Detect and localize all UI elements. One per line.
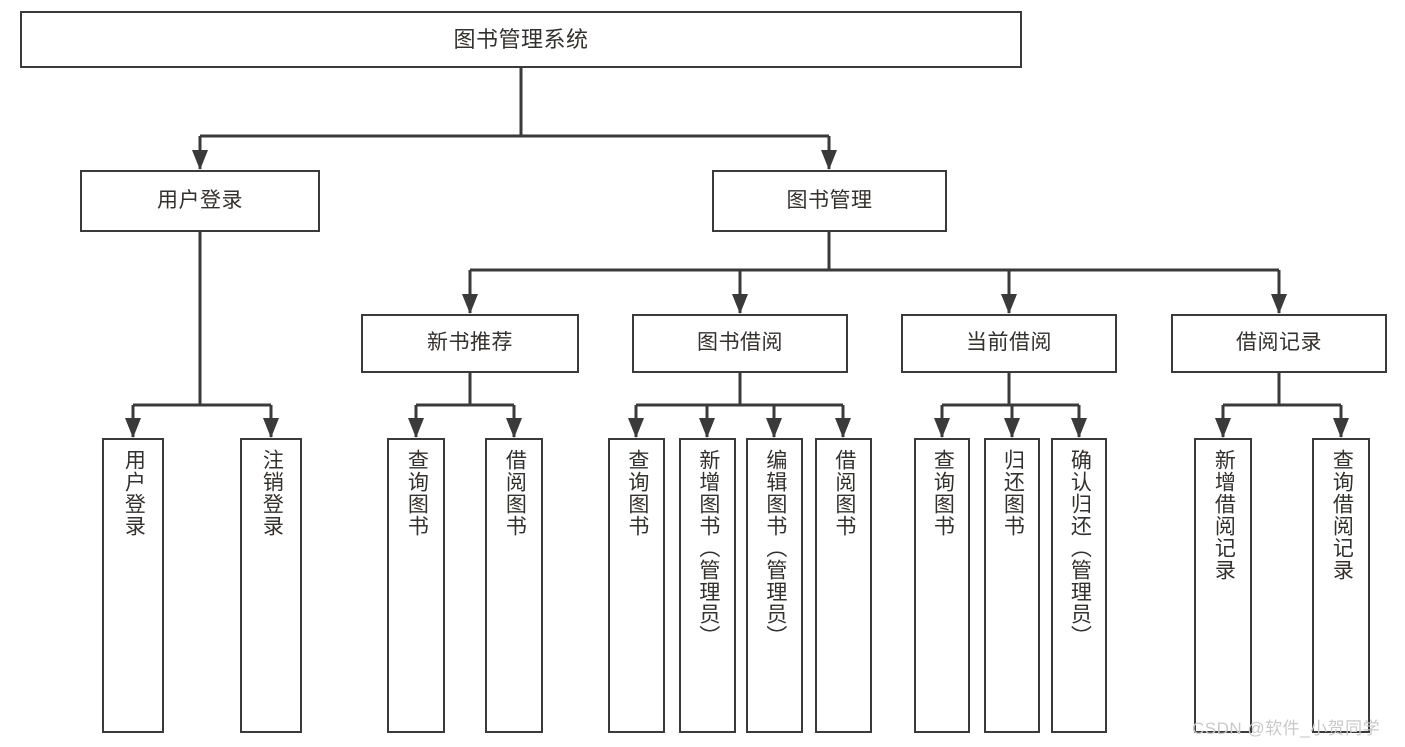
leaf-query-books-borrow[interactable]: 查询图书 (608, 438, 665, 733)
leaf-return-books[interactable]: 归还图书 (984, 438, 1040, 733)
node-label: 确认归还（管理员） (1068, 449, 1092, 647)
node-label: 查询图书 (625, 449, 649, 537)
node-label: 归还图书 (1001, 449, 1025, 537)
node-label: 图书管理系统 (453, 26, 589, 52)
node-label: 图书借阅 (697, 331, 783, 355)
node-label: 用户登录 (122, 449, 146, 537)
node-root-system[interactable]: 图书管理系统 (20, 11, 1022, 68)
leaf-query-books-new[interactable]: 查询图书 (387, 438, 445, 733)
leaf-query-borrow-record[interactable]: 查询借阅记录 (1312, 438, 1370, 733)
node-label: 查询借阅记录 (1330, 449, 1354, 581)
node-user-login[interactable]: 用户登录 (80, 170, 320, 232)
node-label: 当前借阅 (966, 331, 1052, 355)
node-current-borrowing[interactable]: 当前借阅 (901, 314, 1117, 373)
leaf-add-borrow-record[interactable]: 新增借阅记录 (1194, 438, 1252, 733)
node-new-book-recommendation[interactable]: 新书推荐 (361, 314, 579, 373)
node-label: 新增借阅记录 (1212, 449, 1236, 581)
node-label: 用户登录 (157, 188, 243, 212)
node-book-borrowing[interactable]: 图书借阅 (632, 314, 848, 373)
leaf-query-books-current[interactable]: 查询图书 (914, 438, 970, 733)
node-label: 新书推荐 (427, 331, 513, 355)
node-label: 查询图书 (405, 449, 429, 537)
node-label: 新增图书（管理员） (696, 449, 720, 647)
leaf-edit-book-admin[interactable]: 编辑图书（管理员） (746, 438, 803, 733)
leaf-user-login[interactable]: 用户登录 (102, 438, 164, 733)
leaf-logout-login[interactable]: 注销登录 (240, 438, 302, 733)
node-label: 编辑图书（管理员） (763, 449, 787, 647)
node-label: 图书管理 (786, 188, 873, 212)
leaf-borrow-books[interactable]: 借阅图书 (815, 438, 872, 733)
node-book-management[interactable]: 图书管理 (712, 170, 947, 232)
node-label: 注销登录 (260, 449, 284, 537)
node-label: 借阅记录 (1236, 331, 1322, 355)
leaf-confirm-return-admin[interactable]: 确认归还（管理员） (1051, 438, 1107, 733)
node-borrowing-records[interactable]: 借阅记录 (1171, 314, 1387, 373)
node-label: 借阅图书 (832, 449, 856, 537)
leaf-borrow-books-new[interactable]: 借阅图书 (485, 438, 543, 733)
node-label: 查询图书 (931, 449, 955, 537)
leaf-add-book-admin[interactable]: 新增图书（管理员） (679, 438, 736, 733)
watermark: CSDN @软件_小贺同学 (1192, 719, 1381, 738)
node-label: 借阅图书 (503, 449, 527, 537)
